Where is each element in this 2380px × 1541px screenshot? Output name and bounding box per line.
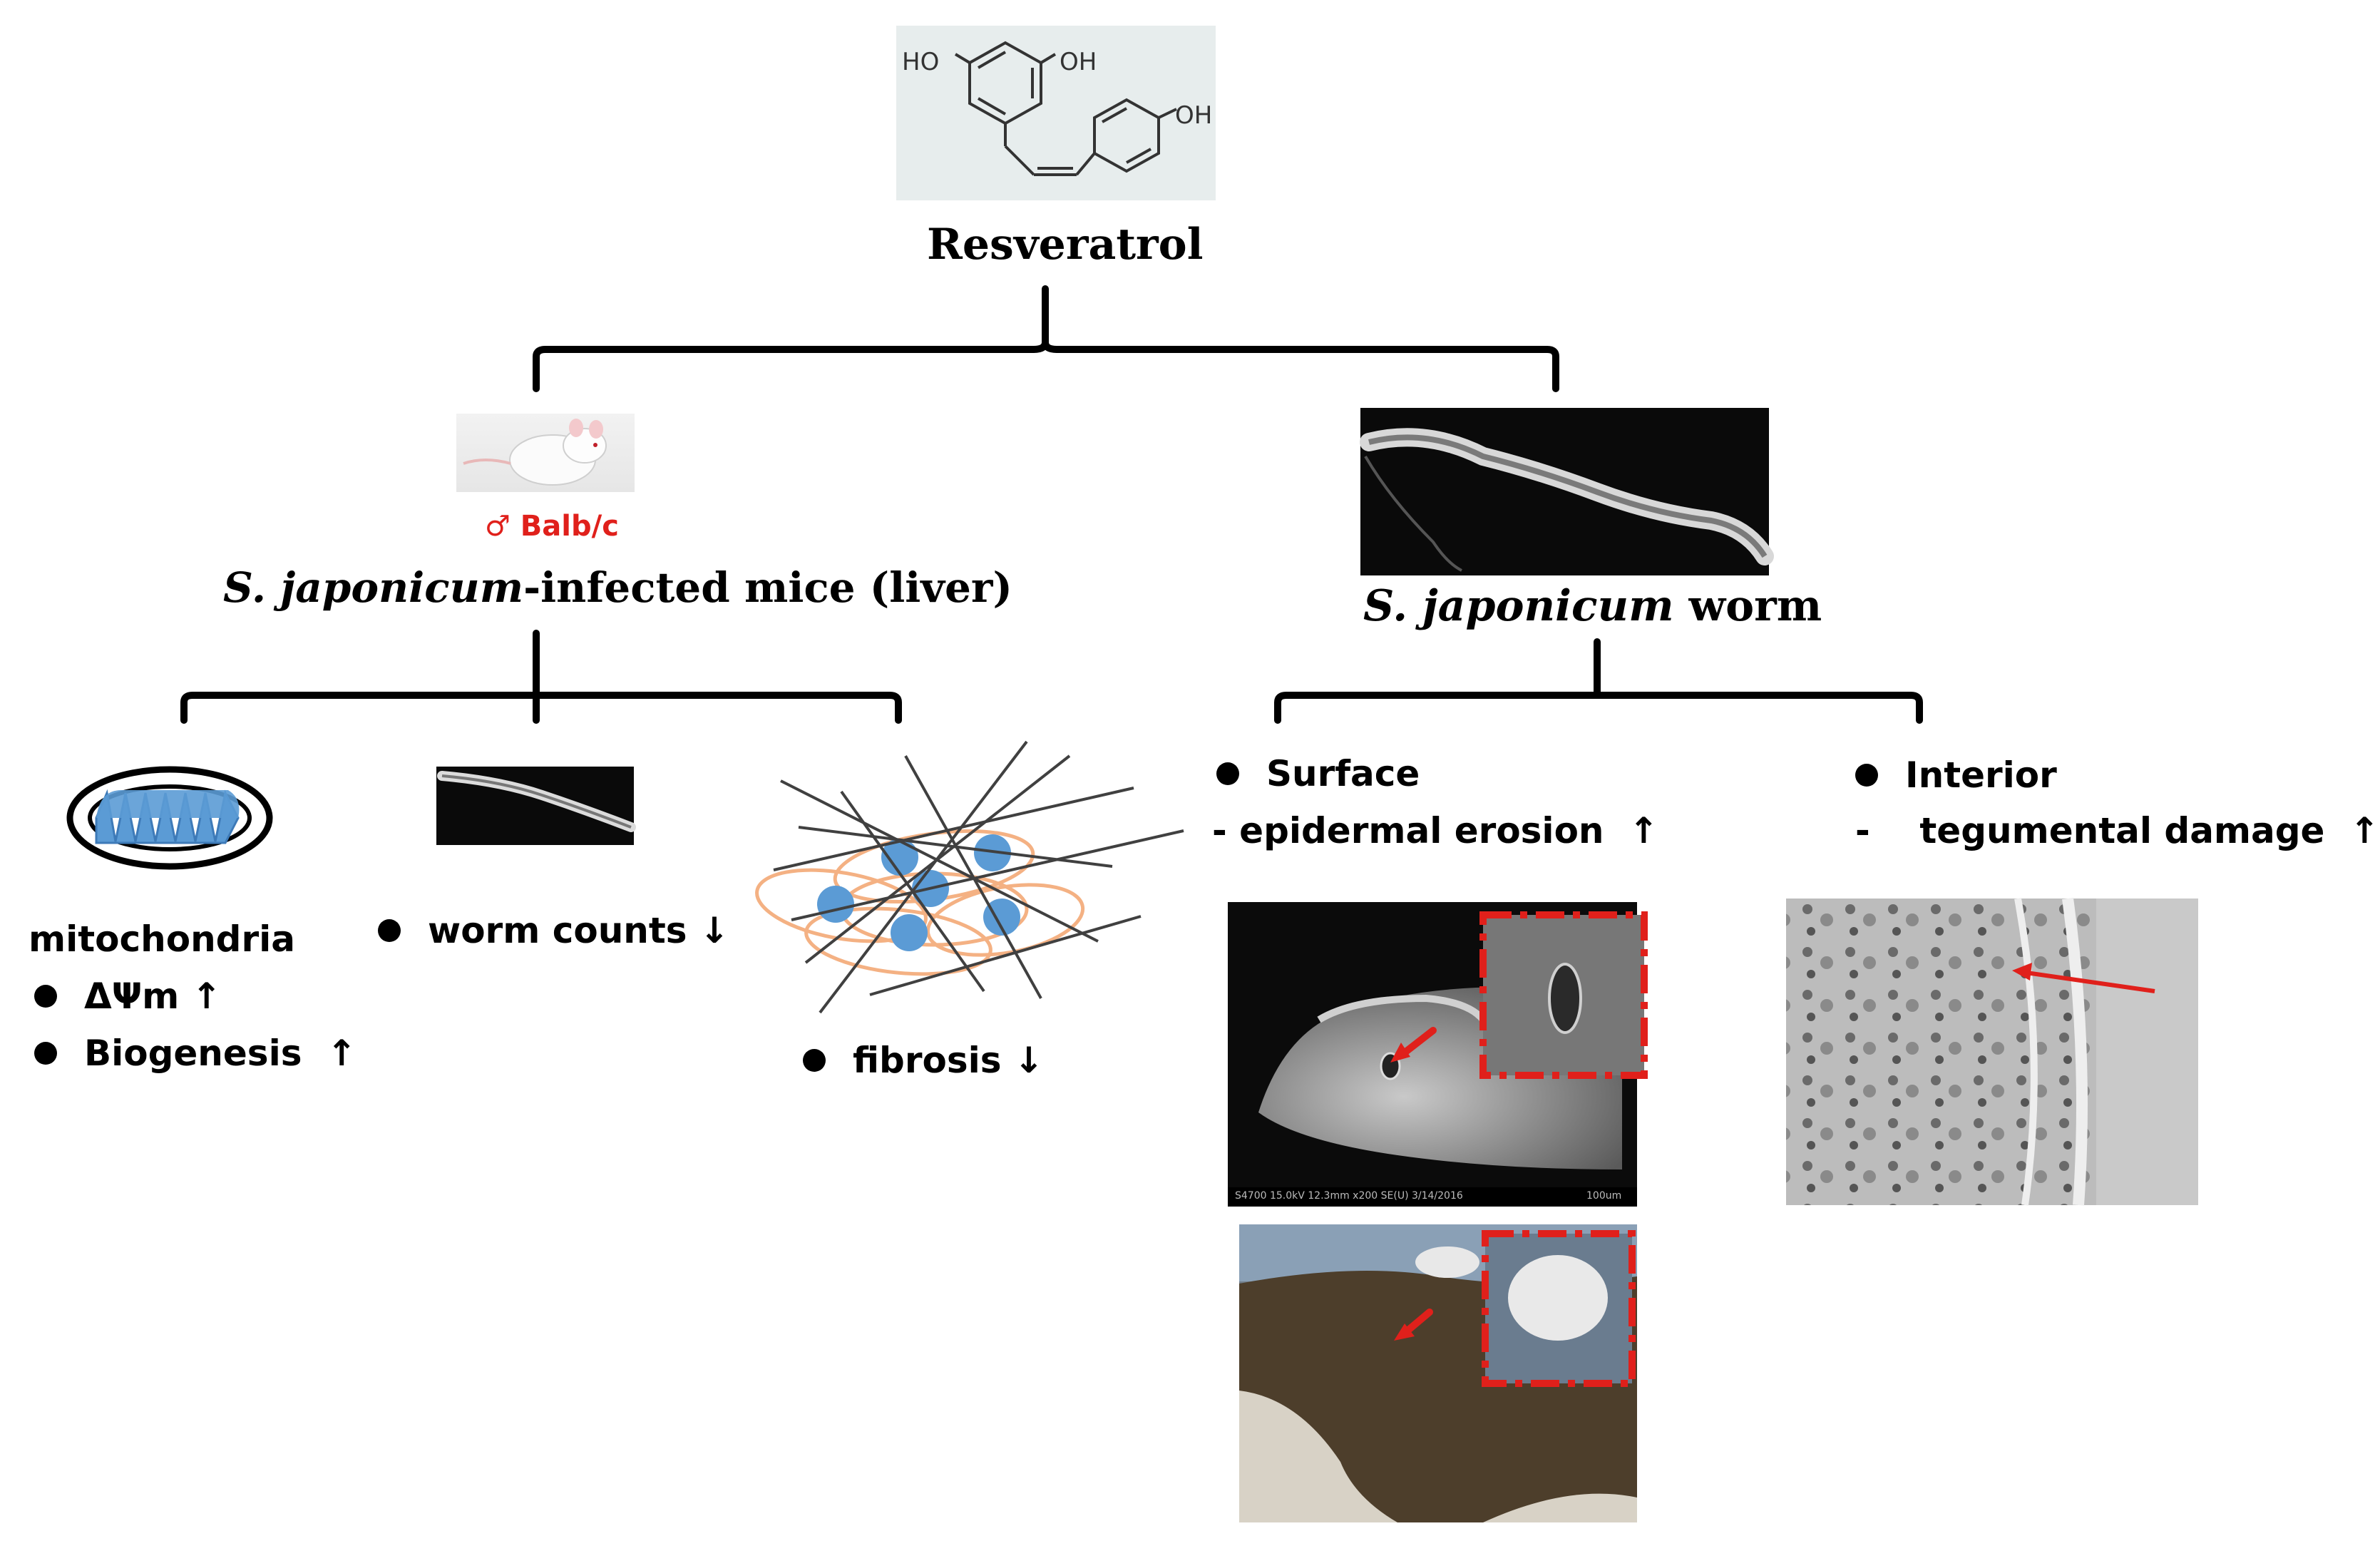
fibrosis-icon	[755, 740, 1184, 1014]
mitochondria-heading: mitochondria	[29, 918, 295, 960]
bullet-icon	[803, 1048, 826, 1072]
mitochondrion-icon	[66, 766, 273, 870]
mito-delta-psi-item: ΔΨm ↑	[34, 978, 222, 1014]
resveratrol-structure	[896, 26, 1216, 200]
interior-detail: - tegumental damage ↑	[1855, 810, 2380, 851]
surface-sem-image	[1228, 902, 1648, 1207]
up-arrow-icon: ↑	[1628, 810, 1659, 851]
worm-species-label: S. japonicum	[1363, 581, 1674, 631]
bullet-icon	[34, 1041, 57, 1065]
bullet-icon	[1855, 763, 1878, 787]
worm-small-image	[436, 767, 636, 845]
mouse-strain-label: ♂ Balb/c	[485, 510, 619, 543]
bullet-icon	[34, 984, 57, 1008]
worm-bracket	[1274, 638, 1923, 724]
up-arrow-icon: ↑	[2349, 810, 2380, 851]
molecule-ho-left: HO	[902, 48, 940, 76]
worm-label-suffix: worm	[1673, 581, 1822, 631]
up-arrow-icon: ↑	[327, 1033, 357, 1074]
mice-infection-label: -infected mice (liver)	[523, 563, 1012, 612]
fibrosis-item: fibrosis ↓	[803, 1043, 1044, 1078]
surface-heading: Surface	[1216, 756, 1420, 792]
worm-branch-label: S. japonicum worm	[1363, 585, 1822, 628]
interior-tem-image	[1786, 897, 2198, 1206]
worm-sem-image	[1360, 408, 1774, 575]
mito-biogenesis-item: Biogenesis ↑	[34, 1035, 357, 1071]
down-arrow-icon: ↓	[1013, 1040, 1044, 1081]
bullet-icon	[1216, 762, 1239, 785]
bullet-icon	[378, 918, 401, 942]
mouse-image	[456, 414, 635, 492]
mice-species-label: S. japonicum	[223, 563, 524, 612]
surface-light-image	[1239, 1224, 1637, 1522]
page-title: Resveratrol	[927, 220, 1204, 270]
mice-branch-label: S. japonicum-infected mice (liver)	[223, 567, 1012, 608]
molecule-oh-right: OH	[1175, 101, 1213, 130]
surface-detail: - epidermal erosion ↑	[1212, 810, 1659, 851]
sem-scale-label: 100um	[1586, 1190, 1622, 1202]
molecule-oh-top: OH	[1060, 48, 1097, 76]
down-arrow-icon: ↓	[699, 910, 729, 951]
interior-heading: Interior	[1855, 757, 2057, 793]
sem-caption: S4700 15.0kV 12.3mm x200 SE(U) 3/14/2016	[1235, 1190, 1463, 1202]
mice-bracket	[180, 630, 902, 724]
up-arrow-icon: ↑	[191, 976, 222, 1017]
worm-counts-item: worm counts ↓	[378, 913, 729, 948]
top-bracket	[533, 285, 1559, 392]
